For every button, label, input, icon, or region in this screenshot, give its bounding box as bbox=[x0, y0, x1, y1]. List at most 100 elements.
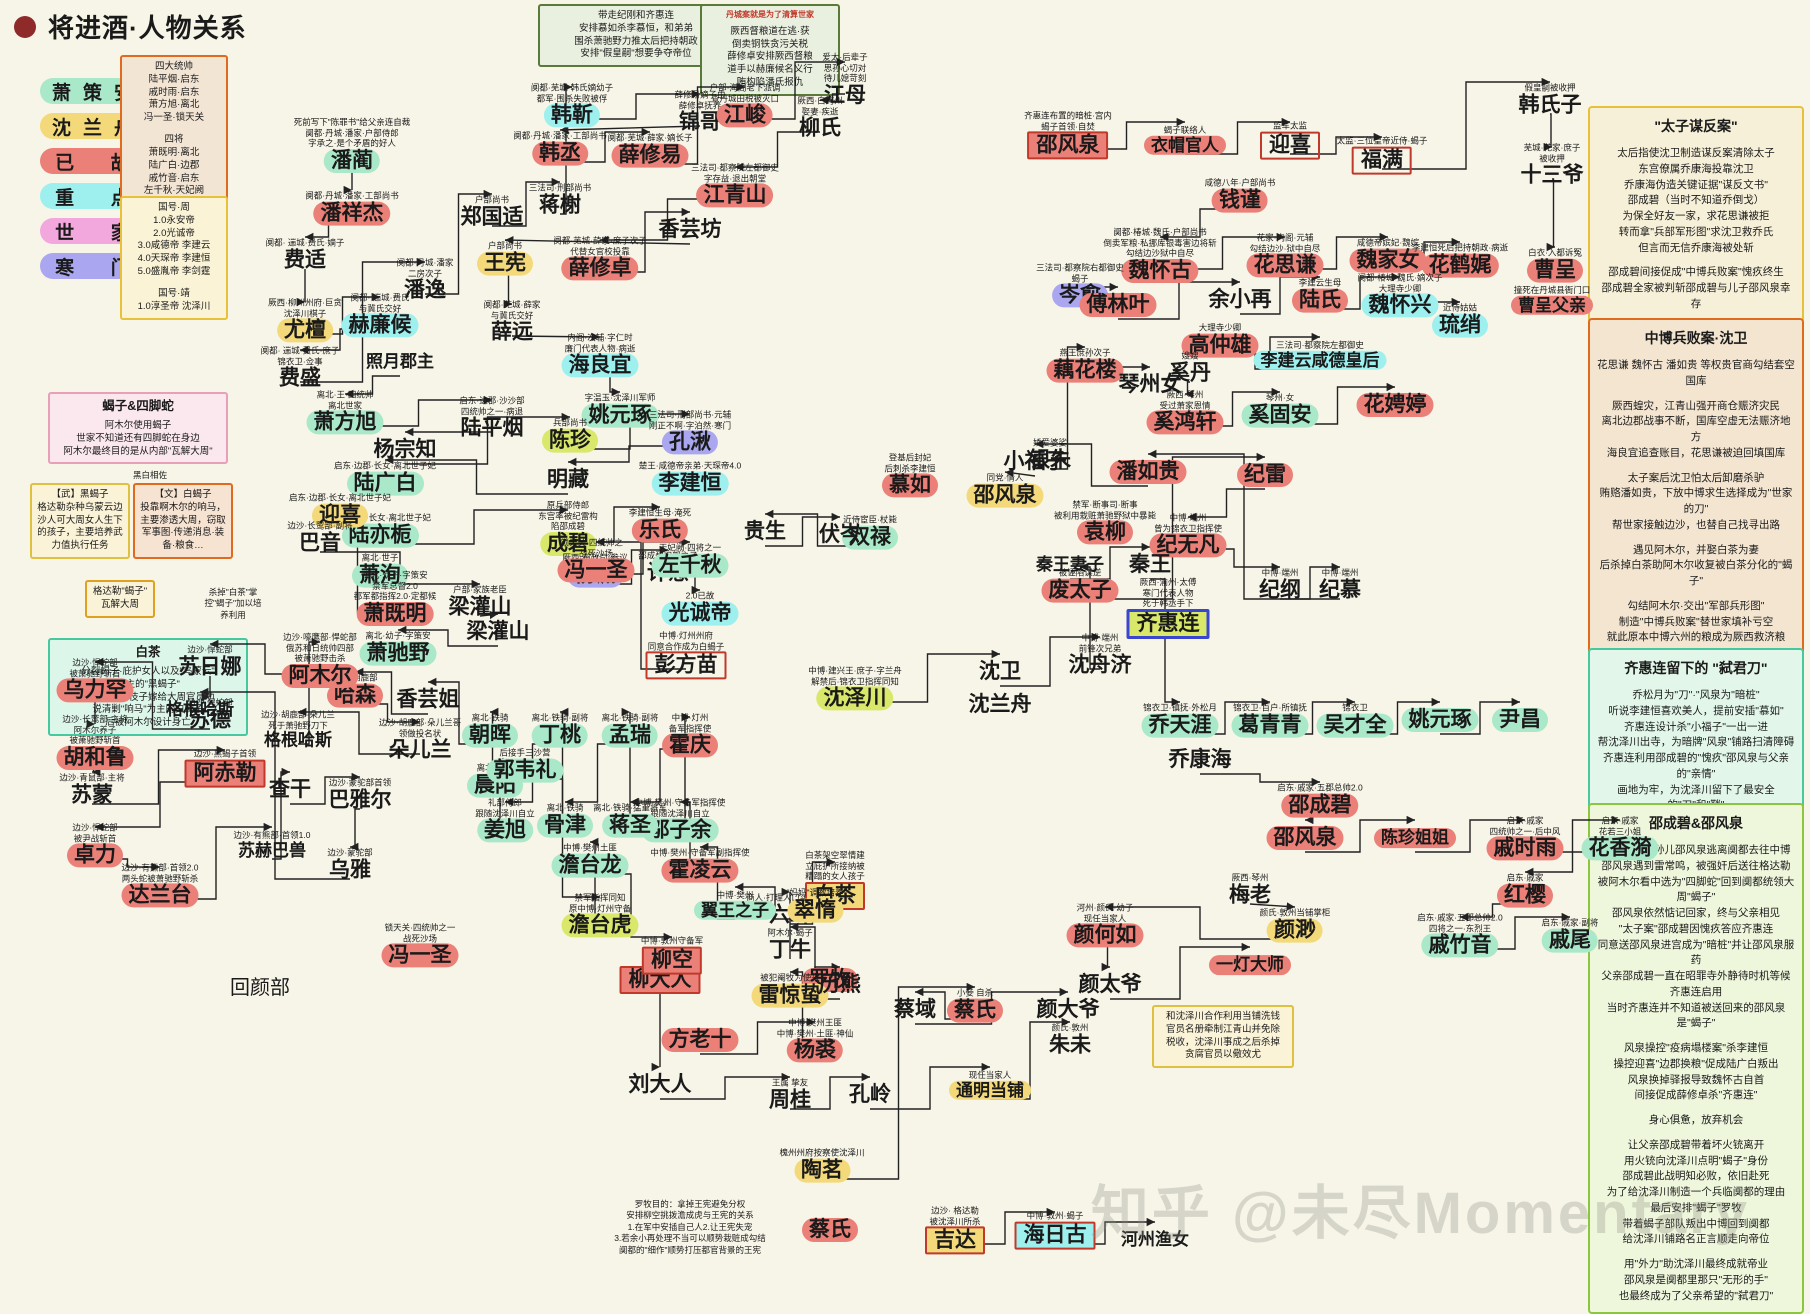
character-name[interactable]: 傅林叶 bbox=[1079, 292, 1157, 318]
character-node[interactable]: 边沙·胡鹿部·朵儿兰哥领做投名状朵儿兰 bbox=[379, 717, 461, 762]
character-name[interactable]: 孟瑞 bbox=[601, 723, 658, 748]
character-name[interactable]: 颜大爷 bbox=[1036, 997, 1100, 1021]
character-name[interactable]: 费适 bbox=[283, 248, 326, 272]
character-node[interactable]: 阒都·丹城·潘家·工部尚书韩丞 bbox=[513, 131, 607, 166]
character-name[interactable]: 光诚帝 bbox=[661, 601, 739, 626]
character-node[interactable]: 阒都·芜城·薛家·庶子次子代替女官校投靠薛修卓 bbox=[553, 235, 647, 281]
character-name[interactable]: 魏家女 bbox=[1349, 248, 1427, 273]
character-name[interactable]: 萧洵 bbox=[352, 563, 408, 588]
character-node[interactable]: 白衣·入都诉冤曹呈 bbox=[1527, 248, 1583, 283]
character-node[interactable]: 边沙·嚎鹰部·悍蛇部俄苏和日统帅四部被萧驰野击杀阿木尔 bbox=[281, 632, 359, 688]
character-name[interactable]: 格根哈斯 bbox=[166, 700, 234, 720]
character-node[interactable]: 三法司·刑部尚书蒋榭 bbox=[529, 183, 591, 218]
character-name[interactable]: 纪雷 bbox=[1237, 462, 1293, 488]
character-node[interactable]: 太监·三位皇帝近侍·蝎子福满 bbox=[1337, 136, 1427, 175]
character-name[interactable]: 阿赤勒 bbox=[184, 759, 266, 788]
character-node[interactable]: 锦衣卫·镇抚·外松月乔天涯 bbox=[1141, 703, 1219, 738]
character-name[interactable]: 袁柳 bbox=[1076, 520, 1133, 545]
character-node[interactable]: 薛修易嫡子由薛修卓抚养锦哥 bbox=[672, 89, 728, 134]
character-node[interactable]: 锁天关·四统帅之一战死沙场冯一圣 bbox=[557, 537, 635, 583]
character-name[interactable]: 蔡氏 bbox=[947, 998, 1003, 1023]
character-node[interactable]: 花娉婷 bbox=[1356, 392, 1434, 418]
character-node[interactable]: 中博·樊州土匪澹台龙 bbox=[551, 843, 629, 878]
character-name[interactable]: 韩靳 bbox=[543, 103, 600, 128]
character-node[interactable]: 乔康海 bbox=[1162, 748, 1239, 772]
character-node[interactable]: 阒都· 遄城·费氏·庶子锦衣卫·佥事费盛 bbox=[261, 345, 340, 390]
character-node[interactable]: 爱太·后辈子思孙心切对待儿媳苛刻江母 bbox=[817, 52, 873, 108]
character-name[interactable]: 锦哥 bbox=[679, 110, 721, 134]
character-node[interactable]: 字温玉·沈泽川军师姚元琢 bbox=[581, 393, 659, 428]
character-name[interactable]: 乔天涯 bbox=[1141, 713, 1219, 738]
character-name[interactable]: 双禄 bbox=[842, 525, 898, 550]
character-name[interactable]: 澹台虎 bbox=[561, 913, 639, 938]
character-name[interactable]: 翠惰 bbox=[786, 898, 843, 923]
character-name[interactable]: 霍凌云 bbox=[661, 858, 739, 883]
character-name[interactable]: 沈卫 bbox=[979, 659, 1021, 683]
character-node[interactable]: 离北·幼子·字策安萧驰野 bbox=[359, 631, 437, 666]
character-name[interactable]: 潘逸 bbox=[403, 278, 446, 302]
character-node[interactable]: 三法司·刑部尚书·元辅刚正不啊·字泊然·寒门孔湫 bbox=[649, 409, 731, 455]
character-node[interactable]: 离北·世子萧洵 bbox=[352, 553, 408, 588]
character-node[interactable]: 杨宗知 bbox=[367, 438, 444, 462]
character-name[interactable]: 小福子 bbox=[1003, 449, 1067, 473]
character-node[interactable]: 阒都· 遄城·费氏与冀氏交好赫廉候 bbox=[341, 292, 419, 338]
character-name[interactable]: 查干 bbox=[269, 777, 311, 801]
character-name[interactable]: 通明当铺 bbox=[949, 1080, 1031, 1101]
character-node[interactable]: 河州渔女 bbox=[1114, 1230, 1196, 1250]
character-node[interactable]: 厥西·柳州州府·巨贪沈泽川棋子尤檀 bbox=[268, 297, 342, 343]
character-node[interactable]: 花家·内阁·元辅勾结边沙·狱中自尽花思谦 bbox=[1246, 232, 1324, 278]
character-node[interactable]: 蔡氏 bbox=[802, 1217, 858, 1243]
character-node[interactable]: 礼部侍郎跟随沈泽川自立姜旭 bbox=[475, 797, 535, 843]
character-node[interactable]: 香芸姐 bbox=[390, 688, 467, 712]
character-name[interactable]: 纪无凡 bbox=[1149, 533, 1227, 558]
character-name[interactable]: 李建恒 bbox=[651, 471, 729, 496]
character-name[interactable]: 戚尾 bbox=[1541, 928, 1598, 953]
character-node[interactable]: 香芸坊 bbox=[652, 218, 729, 242]
character-name[interactable]: 齐惠连 bbox=[1126, 608, 1210, 639]
character-node[interactable]: 近侍宦臣·杖毙双禄 bbox=[842, 515, 898, 550]
character-node[interactable]: 锁天关·四统帅之一战死沙场冯一圣 bbox=[381, 922, 459, 968]
character-name[interactable]: 薛修卓 bbox=[561, 256, 639, 281]
character-node[interactable]: 李建恒生母·淹死乐氏 bbox=[629, 508, 691, 543]
character-node[interactable]: 颜氏·敦州朱未 bbox=[1042, 1023, 1098, 1058]
character-name[interactable]: 澹台龙 bbox=[551, 853, 629, 878]
character-name[interactable]: 钱谨 bbox=[1212, 188, 1268, 213]
character-name[interactable]: 纪慕 bbox=[1319, 578, 1361, 602]
character-node[interactable]: 贵生 bbox=[737, 520, 793, 544]
character-node[interactable]: 离北·铁骑朝晖 bbox=[462, 713, 518, 748]
character-name[interactable]: 奚丹 bbox=[1169, 361, 1211, 385]
character-name[interactable]: 邵成碧 bbox=[1281, 793, 1359, 818]
character-node[interactable]: 内阁·次辅·字仁时廉门代表人物·病逝海良宜 bbox=[561, 332, 639, 378]
character-node[interactable]: 离北·铁骑·猛重将军蒋圣 bbox=[593, 803, 667, 838]
character-node[interactable]: 咸德帝嫔妃·魏嫔魏家女 bbox=[1349, 238, 1427, 273]
character-node[interactable]: 禁军指挥同知原中博·灯州守备澹台虎 bbox=[561, 892, 639, 938]
character-name[interactable]: 海良宜 bbox=[561, 353, 639, 378]
character-node[interactable]: 齐惠连布置的暗桩·宫内蝎子首领·自焚邵风泉 bbox=[1024, 110, 1112, 160]
character-node[interactable]: 阿木尔·蝎子丁牛 bbox=[762, 928, 818, 963]
character-name[interactable]: 尤檀 bbox=[276, 318, 333, 343]
character-name[interactable]: 琉绡 bbox=[1432, 313, 1488, 338]
character-name[interactable]: 戚时雨 bbox=[1486, 836, 1564, 861]
character-node[interactable]: 方老十 bbox=[661, 1027, 739, 1053]
character-node[interactable]: "妈妈"调教培养翠惰 bbox=[786, 888, 844, 923]
character-name[interactable]: 香芸姐 bbox=[396, 687, 460, 711]
character-name[interactable]: 邵风泉 bbox=[1027, 131, 1109, 160]
character-name[interactable]: 一灯大师 bbox=[1209, 955, 1291, 975]
character-name[interactable]: 陆广白 bbox=[346, 471, 424, 496]
character-node[interactable]: 阒都·丹城·潘家二房次子潘逸 bbox=[397, 257, 454, 302]
character-name[interactable]: 刘大人 bbox=[628, 1072, 692, 1096]
character-node[interactable]: 边沙·悍蛇部苏德 bbox=[182, 698, 238, 733]
character-node[interactable]: 边沙·长鹫部·主将阿木尔养子被萧驰野斩首胡和鲁 bbox=[56, 714, 134, 770]
character-node[interactable]: 嫂嫂奚丹 bbox=[1162, 351, 1218, 386]
character-name[interactable]: 葛青青 bbox=[1231, 713, 1309, 738]
character-name[interactable]: 骨津 bbox=[537, 813, 593, 838]
character-node[interactable]: 中博·灯州备军指挥使霍庆 bbox=[662, 712, 718, 758]
character-name[interactable]: 苏赫巴兽 bbox=[238, 840, 306, 860]
character-name[interactable]: 丁牛 bbox=[769, 938, 811, 962]
character-name[interactable]: 李建云咸德皇后 bbox=[1253, 350, 1387, 371]
character-node[interactable]: 启东·边郡·长女·离北世子妃陆广白 bbox=[334, 461, 436, 496]
character-name[interactable]: 花娉婷 bbox=[1356, 392, 1434, 418]
character-node[interactable]: 边沙·悍蛇部被尹战斩首卓力 bbox=[67, 822, 123, 868]
